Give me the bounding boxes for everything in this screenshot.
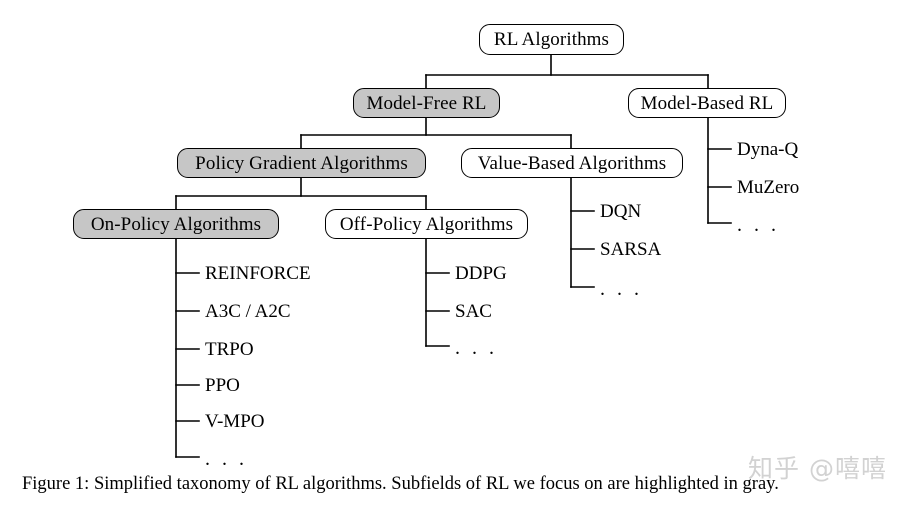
node-label-model-free-rl: Model-Free RL [366,92,487,114]
figure-caption: Figure 1: Simplified taxonomy of RL algo… [22,474,779,494]
node-rl-algorithms[interactable]: RL Algorithms [479,24,624,55]
leaf-off-policy-sac[interactable]: SAC [455,301,492,322]
leaf-off-policy-ddpg[interactable]: DDPG [455,263,507,284]
leaf-value-based-ellipsis: . . . [600,278,643,300]
leaf-model-based-ellipsis: . . . [737,214,780,236]
node-policy-gradient-algorithms[interactable]: Policy Gradient Algorithms [177,148,426,178]
node-off-policy-algorithms[interactable]: Off-Policy Algorithms [325,209,528,239]
leaf-on-policy-trpo[interactable]: TRPO [205,339,254,360]
leaf-off-policy-ellipsis: . . . [455,337,498,359]
leaf-on-policy-a3c-a2c[interactable]: A3C / A2C [205,301,291,322]
leaf-on-policy-reinforce[interactable]: REINFORCE [205,263,311,284]
node-label-value-based-algorithms: Value-Based Algorithms [477,152,667,174]
leaf-model-based-dyna-q[interactable]: Dyna-Q [737,139,799,160]
node-on-policy-algorithms[interactable]: On-Policy Algorithms [73,209,279,239]
leaf-on-policy-ellipsis: . . . [205,448,248,470]
leaf-value-based-sarsa[interactable]: SARSA [600,239,662,260]
leaf-on-policy-v-mpo[interactable]: V-MPO [205,411,265,432]
node-label-model-based-rl: Model-Based RL [640,92,774,114]
node-model-free-rl[interactable]: Model-Free RL [353,88,500,118]
leaf-on-policy-ppo[interactable]: PPO [205,375,240,396]
leaf-value-based-dqn[interactable]: DQN [600,201,642,222]
leaf-model-based-muzero[interactable]: MuZero [737,177,800,198]
node-label-policy-gradient-algorithms: Policy Gradient Algorithms [195,152,408,174]
watermark: 知乎 @嘻嘻 [748,454,887,483]
node-label-off-policy-algorithms: Off-Policy Algorithms [339,213,514,235]
node-value-based-algorithms[interactable]: Value-Based Algorithms [461,148,683,178]
node-label-rl-algorithms: RL Algorithms [493,29,610,50]
node-label-on-policy-algorithms: On-Policy Algorithms [90,213,262,235]
node-model-based-rl[interactable]: Model-Based RL [628,88,786,118]
